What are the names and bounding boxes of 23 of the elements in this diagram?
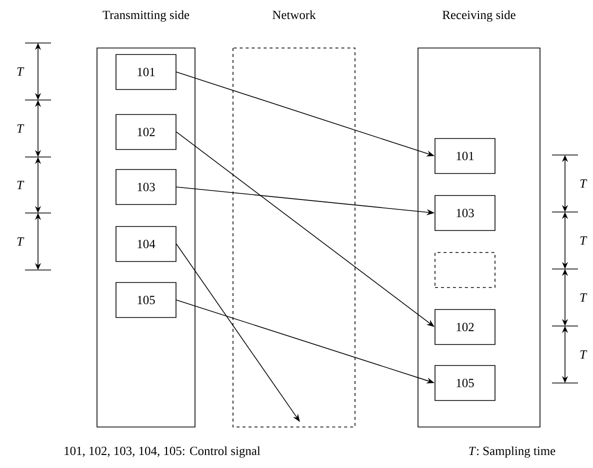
- empty-slot-box: [434, 252, 496, 288]
- signal-box: 103: [116, 169, 176, 205]
- dimension-label: T: [580, 236, 588, 245]
- node-label: Receiving side: [442, 10, 516, 22]
- signal-box: 105: [116, 282, 176, 318]
- dimension-label: T: [17, 124, 24, 133]
- signal-box: 102: [116, 114, 176, 150]
- dimension-label: T: [580, 179, 588, 188]
- dimension-label: T: [17, 180, 24, 190]
- dimension-label: T: [580, 350, 588, 359]
- node-label: Transmitting side: [102, 10, 190, 22]
- region-heading: Network: [272, 10, 316, 20]
- dimension-label: T: [17, 237, 24, 246]
- signal-box: 105: [434, 365, 496, 401]
- note: 101, 102, 103, 104, 105: Control signal: [64, 446, 260, 458]
- signal-box: 101: [116, 54, 176, 90]
- signal-box: 102: [434, 309, 496, 345]
- dimension-label: T: [580, 293, 588, 302]
- dimension-label: T: [17, 67, 24, 76]
- signal-box: 104: [116, 226, 176, 262]
- note: T: Sampling time: [469, 446, 556, 458]
- signal-box: 101: [434, 138, 496, 174]
- signal-box: 103: [434, 195, 496, 231]
